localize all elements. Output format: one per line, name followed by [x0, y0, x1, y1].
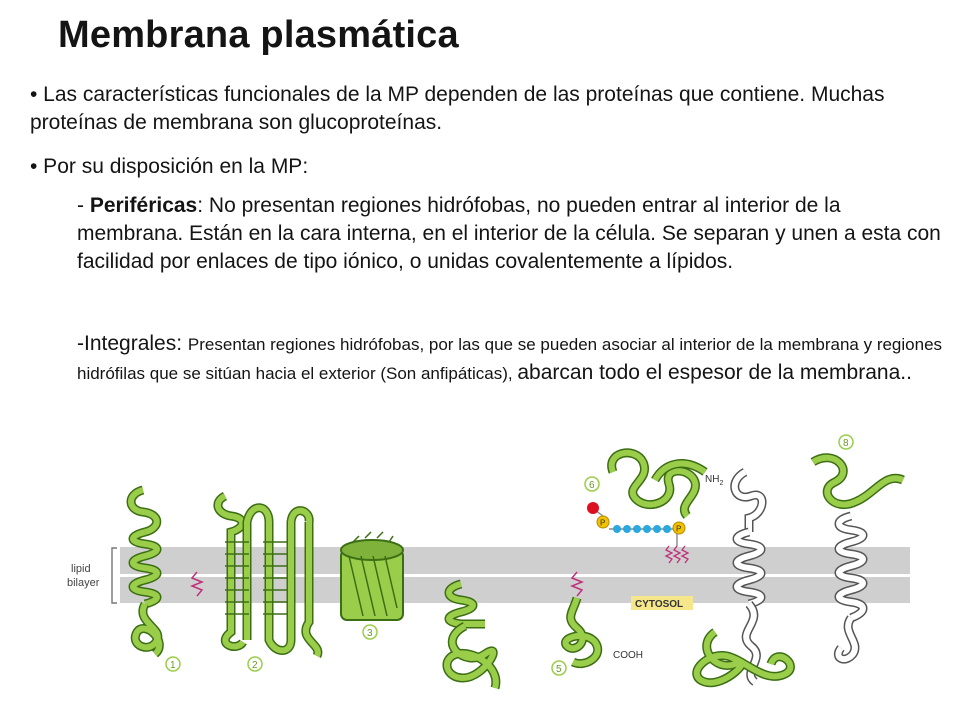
peripheral-dash: - — [77, 194, 90, 217]
cytosol-label: CYTOSOL — [635, 599, 683, 610]
integral-proteins-paragraph: -Integrales: Presentan regiones hidrófob… — [77, 330, 945, 388]
label-number-6: 6 — [589, 480, 595, 491]
protein-5-lipid-anchored — [560, 571, 602, 668]
lipid-bilayer — [120, 547, 910, 603]
phosphate-1-label: P — [600, 519, 605, 528]
bullet-disposition: • Por su disposición en la MP: — [30, 155, 309, 178]
peripheral-description: : No presentan regiones hidrófobas, no p… — [77, 194, 941, 273]
integral-dash: - — [77, 332, 84, 355]
integral-term: Integrales — [84, 332, 177, 355]
label-number-2: 2 — [252, 660, 258, 671]
bilayer-label: bilayer — [67, 577, 100, 589]
phosphate-2-label: P — [676, 525, 681, 534]
sugar-chain — [613, 525, 671, 533]
phosphate-1 — [596, 515, 610, 529]
label-circle-5 — [551, 660, 567, 676]
protein-3-beta-barrel — [340, 531, 404, 621]
protein-1-single-pass — [126, 485, 205, 658]
red-dot — [587, 502, 599, 514]
protein-4-monolayer-helix — [442, 579, 501, 690]
phosphate-2 — [672, 521, 686, 535]
bullet-functional-characteristics: • Las características funcionales de la … — [30, 83, 885, 134]
integral-description: Presentan regiones hidrófobas, por las q… — [77, 335, 943, 383]
label-number-1: 1 — [170, 660, 176, 671]
label-circle-6 — [584, 476, 600, 492]
slide-title: Membrana plasmática — [58, 14, 459, 56]
bilayer-bracket — [111, 547, 117, 604]
label-circle-3 — [362, 624, 378, 640]
protein-8-white-helix — [810, 453, 905, 664]
cooh-label: COOH — [613, 650, 643, 661]
label-circle-1 — [165, 656, 181, 672]
label-circle-2 — [247, 656, 263, 672]
membrane-proteins-diagram: lipid bilayer 1 2 3 — [67, 434, 910, 690]
protein-7-white-transmembrane — [692, 468, 795, 688]
integral-colon: : — [176, 332, 188, 355]
lipid-label: lipid — [71, 563, 91, 575]
peripheral-term: Periféricas — [89, 194, 198, 217]
protein-2-multi-pass — [213, 491, 323, 659]
label-number-3: 3 — [367, 628, 373, 639]
label-circle-8 — [838, 434, 854, 450]
nh2-label: NH2 — [705, 474, 723, 487]
label-number-8: 8 — [843, 438, 849, 449]
label-number-5: 5 — [556, 664, 562, 675]
cytosol-box — [631, 596, 693, 610]
integral-conclusion: abarcan todo el espesor de la membrana.. — [517, 361, 912, 384]
peripheral-proteins-paragraph: - Periféricas: No presentan regiones hid… — [77, 192, 945, 276]
protein-6-gpi-anchored — [594, 448, 708, 564]
